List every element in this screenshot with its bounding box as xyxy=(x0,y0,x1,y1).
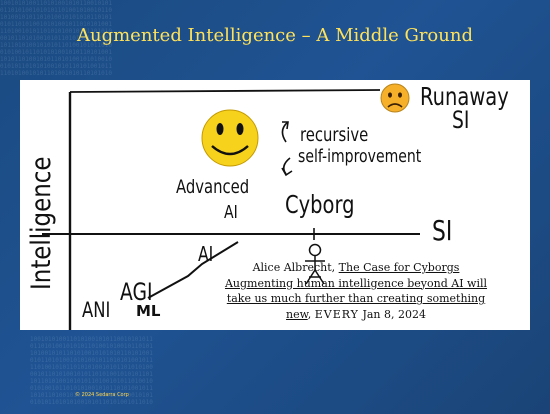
self-improvement-label: self-improvement xyxy=(298,146,422,167)
copyright-footer: © 2024 Sedarra Corp xyxy=(75,392,129,398)
citation-caption: Alice Albrecht, The Case for Cyborgs Aug… xyxy=(218,260,494,322)
citation-separator: , xyxy=(307,307,315,321)
binary-pattern-decoration: 1001010100110101001010110010101 01101010… xyxy=(0,0,112,77)
slide-title: Augmented Intelligence – A Middle Ground xyxy=(77,25,473,46)
advanced-ai-label: AI xyxy=(224,202,238,223)
runaway-level-line xyxy=(69,89,381,93)
y-axis-label: Intelligence xyxy=(26,156,57,290)
citation-author: Alice Albrecht, xyxy=(252,261,339,274)
cycle-arrows-icon xyxy=(281,121,293,177)
cyborg-label: Cyborg xyxy=(285,190,355,219)
citation-article-link[interactable]: The Case for Cyborgs Augmenting human in… xyxy=(224,261,488,321)
diagram-board: Intelligence Runaway SI recursive self-i… xyxy=(20,80,530,330)
citation-publication-logo: EVERY xyxy=(314,307,359,321)
worried-face-icon xyxy=(380,83,410,113)
stick-figure-icon xyxy=(305,243,325,285)
ml-label: ML xyxy=(136,302,161,320)
ani-label: ANI xyxy=(82,298,111,322)
smiley-face-icon xyxy=(201,109,259,167)
ai-mid-label: AI xyxy=(198,242,214,266)
si-line-label: SI xyxy=(432,214,453,247)
runaway-label: Runaway xyxy=(420,82,509,111)
agi-label: AGI xyxy=(120,278,153,306)
runaway-si-label: SI xyxy=(452,106,470,134)
progression-line xyxy=(147,241,239,299)
citation-date: Jan 8, 2024 xyxy=(358,307,426,321)
recursive-label: recursive xyxy=(300,124,369,146)
binary-pattern-decoration: 1001010100110101001010110010101011 01101… xyxy=(30,336,153,406)
advanced-label: Advanced xyxy=(176,176,250,198)
diagram-drawing xyxy=(42,83,420,330)
